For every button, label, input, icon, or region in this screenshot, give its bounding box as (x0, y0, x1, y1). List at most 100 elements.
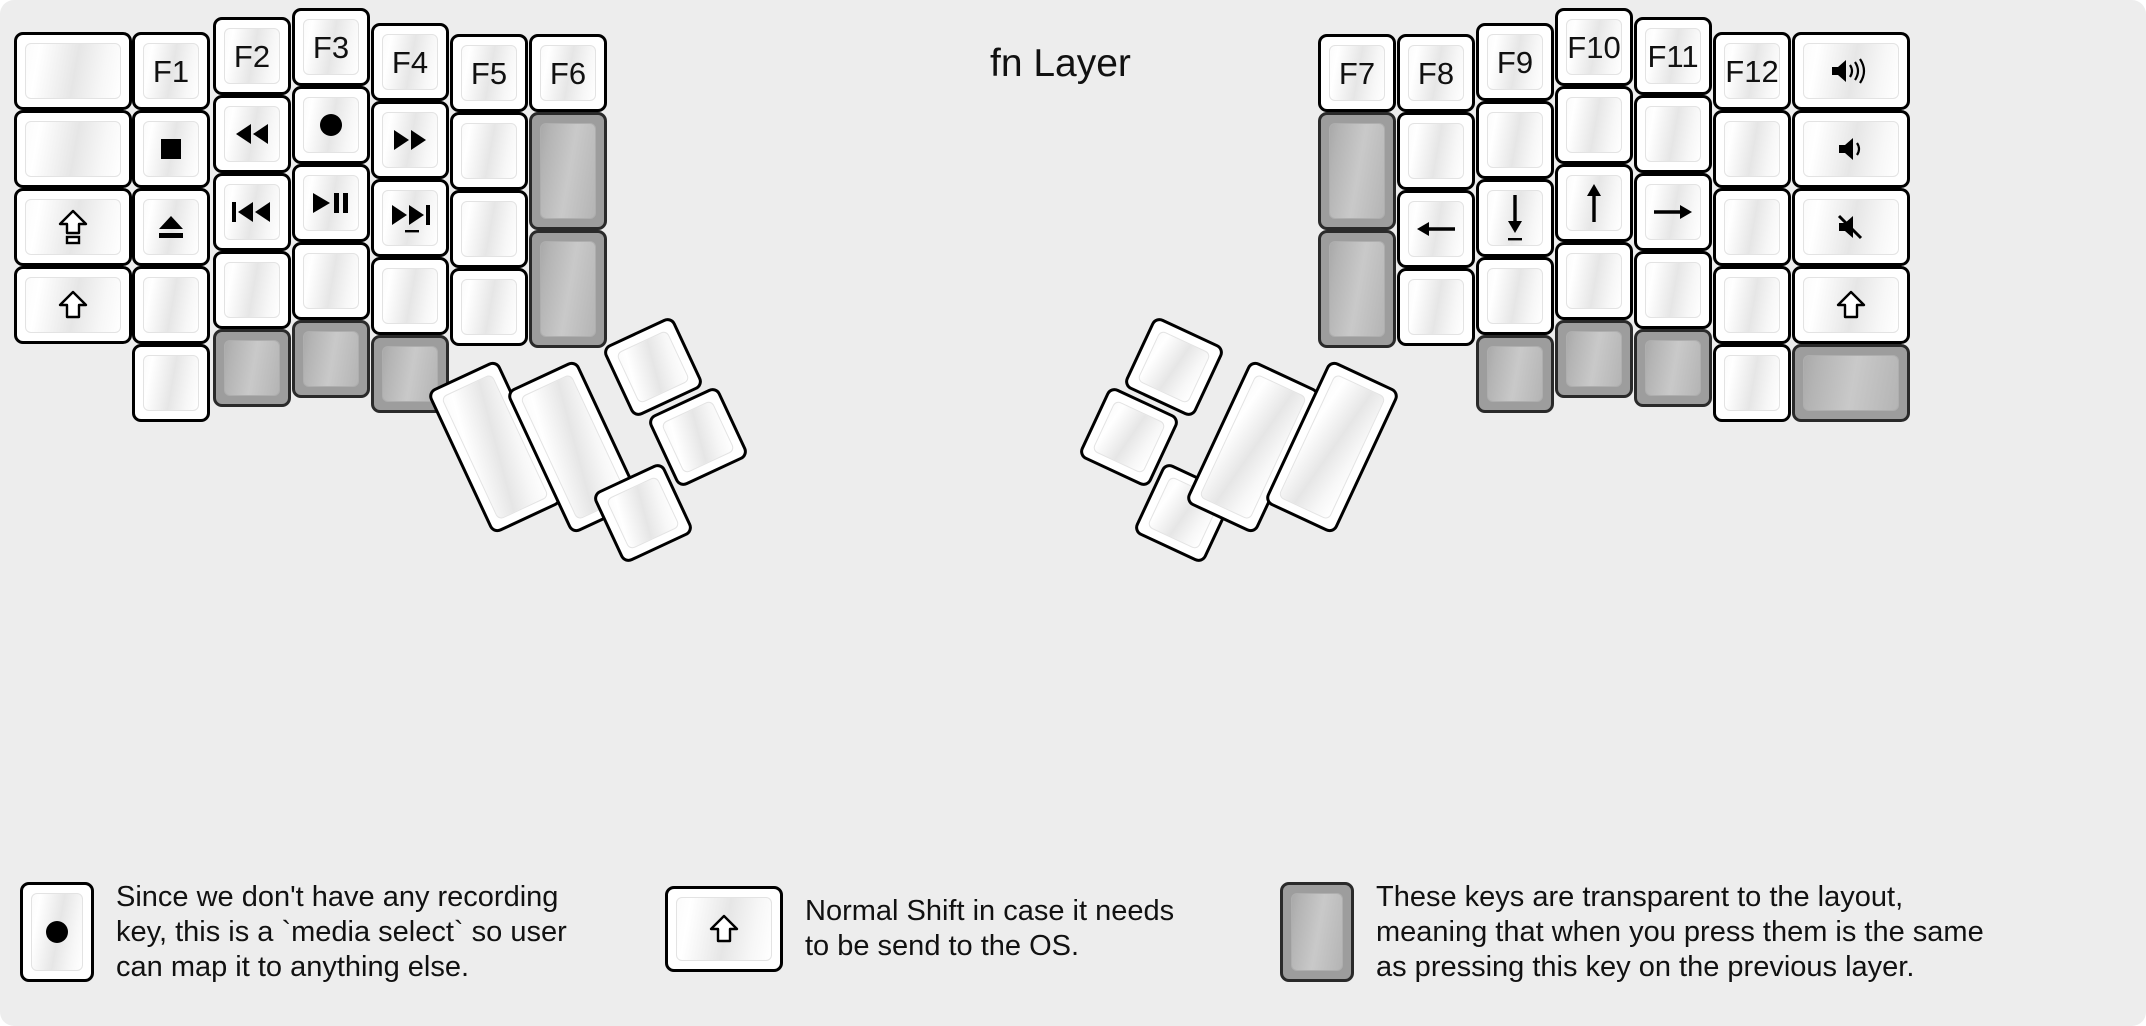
right-ring-column-key-4[interactable] (1634, 251, 1712, 329)
key-cap: F2 (224, 28, 280, 84)
left-innermost-column-key-2[interactable] (529, 112, 607, 230)
left-ring-column-key-2[interactable] (213, 95, 291, 173)
left-innermost-column-key-1[interactable]: F6 (529, 34, 607, 112)
key-cap (303, 253, 359, 309)
right-outer-column-key-3[interactable] (1792, 188, 1910, 266)
key-cap (676, 897, 772, 961)
key-cap (1724, 355, 1780, 411)
media-previous-track-icon (230, 200, 274, 224)
left-pinky-column-key-4[interactable] (132, 266, 210, 344)
left-pinky-column-key-3[interactable] (132, 188, 210, 266)
key-cap: F10 (1566, 19, 1622, 75)
media-play-pause-icon (310, 191, 352, 215)
right-middle-column-key-2[interactable] (1555, 86, 1633, 164)
key-cap (224, 106, 280, 162)
volume-up-icon (1829, 56, 1873, 86)
left-inner-column-key-2[interactable] (450, 112, 528, 190)
left-ring-column-key-5[interactable] (213, 329, 291, 407)
key-cap (1566, 331, 1622, 387)
key-cap (224, 262, 280, 318)
right-inner-column-key-4[interactable] (1397, 268, 1475, 346)
key-cap (461, 201, 517, 257)
left-inner-column-key-1[interactable]: F5 (450, 34, 528, 112)
right-outer-column-key-1[interactable] (1792, 32, 1910, 110)
left-index-column-key-3[interactable] (371, 179, 449, 257)
right-outer-column-key-4[interactable] (1792, 266, 1910, 344)
left-outer-column-key-1[interactable] (14, 32, 132, 110)
right-pinky-column-key-1[interactable]: F12 (1713, 32, 1791, 110)
media-record-icon (317, 111, 345, 139)
key-cap (303, 331, 359, 387)
left-middle-column-key-4[interactable] (292, 242, 370, 320)
right-innermost-column-key-1[interactable]: F7 (1318, 34, 1396, 112)
left-index-column-key-4[interactable] (371, 257, 449, 335)
right-ring-column-key-3[interactable] (1634, 173, 1712, 251)
key-label: F9 (1496, 44, 1534, 80)
volume-down-icon (1836, 134, 1866, 164)
left-pinky-column-key-5[interactable] (132, 344, 210, 422)
key-cap (1645, 262, 1701, 318)
right-index-column-key-4[interactable] (1476, 257, 1554, 335)
right-outer-column-key-5[interactable] (1792, 344, 1910, 422)
right-innermost-column-key-3[interactable] (1318, 230, 1396, 348)
left-pinky-column-key-1[interactable]: F1 (132, 32, 210, 110)
left-index-column-key-2[interactable] (371, 101, 449, 179)
left-inner-column-key-3[interactable] (450, 190, 528, 268)
key-cap: F6 (540, 45, 596, 101)
key-cap (303, 175, 359, 231)
key-cap (25, 199, 121, 255)
left-index-column-key-1[interactable]: F4 (371, 23, 449, 101)
key-cap (1487, 190, 1543, 246)
left-ring-column-key-3[interactable] (213, 173, 291, 251)
right-pinky-column-key-3[interactable] (1713, 188, 1791, 266)
key-cap (1329, 123, 1385, 219)
right-index-column-key-5[interactable] (1476, 335, 1554, 413)
left-index-column-key-5[interactable] (371, 335, 449, 413)
right-pinky-column-key-4[interactable] (1713, 266, 1791, 344)
right-index-column-key-1[interactable]: F9 (1476, 23, 1554, 101)
right-inner-column-key-3[interactable] (1397, 190, 1475, 268)
key-cap (1803, 199, 1899, 255)
left-middle-column-key-2[interactable] (292, 86, 370, 164)
left-pinky-column-key-2[interactable] (132, 110, 210, 188)
key-label: F2 (233, 38, 271, 74)
right-outer-column-key-2[interactable] (1792, 110, 1910, 188)
right-index-column-key-3[interactable] (1476, 179, 1554, 257)
right-pinky-column-key-2[interactable] (1713, 110, 1791, 188)
key-cap: F8 (1408, 45, 1464, 101)
left-outer-column-key-3[interactable] (14, 188, 132, 266)
left-ring-column-key-1[interactable]: F2 (213, 17, 291, 95)
key-cap (1645, 106, 1701, 162)
right-ring-column-key-5[interactable] (1634, 329, 1712, 407)
right-middle-column-key-1[interactable]: F10 (1555, 8, 1633, 86)
right-innermost-column-key-2[interactable] (1318, 112, 1396, 230)
right-ring-column-key-2[interactable] (1634, 95, 1712, 173)
key-cap (1724, 277, 1780, 333)
right-pinky-column-key-5[interactable] (1713, 344, 1791, 422)
right-ring-column-key-1[interactable]: F11 (1634, 17, 1712, 95)
left-outer-column-key-4[interactable] (14, 266, 132, 344)
key-cap (1803, 277, 1899, 333)
right-inner-column-key-2[interactable] (1397, 112, 1475, 190)
legend-shift-key-text: Normal Shift in case it needs to be send… (805, 895, 1175, 962)
left-middle-column-key-1[interactable]: F3 (292, 8, 370, 86)
left-middle-column-key-3[interactable] (292, 164, 370, 242)
left-innermost-column-key-3[interactable] (529, 230, 607, 348)
right-middle-column-key-5[interactable] (1555, 320, 1633, 398)
volume-mute-icon (1835, 212, 1867, 242)
left-outer-column-key-2[interactable] (14, 110, 132, 188)
legend-record-key: Since we don't have any recording key, t… (20, 880, 567, 984)
left-middle-column-key-5[interactable] (292, 320, 370, 398)
page-title: fn Layer (990, 42, 1131, 85)
right-middle-column-key-3[interactable] (1555, 164, 1633, 242)
right-index-column-key-2[interactable] (1476, 101, 1554, 179)
left-inner-column-key-4[interactable] (450, 268, 528, 346)
right-inner-column-key-1[interactable]: F8 (1397, 34, 1475, 112)
key-cap (1291, 893, 1343, 972)
key-label: F3 (312, 29, 350, 65)
key-label: F8 (1417, 55, 1455, 91)
key-cap (660, 399, 736, 475)
left-ring-column-key-4[interactable] (213, 251, 291, 329)
key-cap: F7 (1329, 45, 1385, 101)
right-middle-column-key-4[interactable] (1555, 242, 1633, 320)
